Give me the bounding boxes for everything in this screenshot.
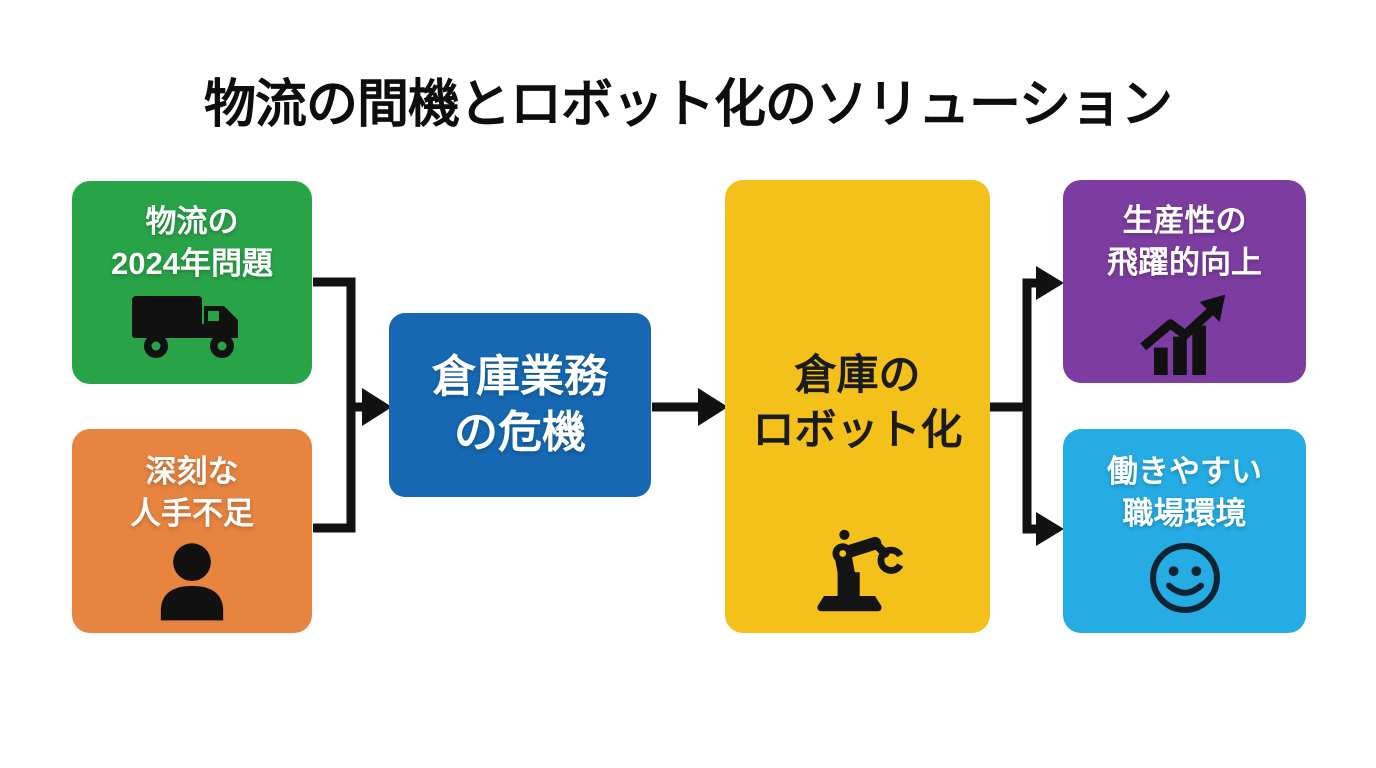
node-label: 生産性の 飛躍的向上 xyxy=(1107,200,1262,283)
smiley-icon xyxy=(1149,543,1220,614)
node-workplace-environment: 働きやすい 職場環境 xyxy=(1063,429,1306,633)
truck-icon xyxy=(132,296,238,359)
node-label-line: 倉庫業務 xyxy=(432,351,608,401)
node-labor-shortage: 深刻な 人手不足 xyxy=(72,429,312,633)
node-productivity-gain: 生産性の 飛躍的向上 xyxy=(1063,180,1306,383)
node-warehouse-robotization: 倉庫の ロボット化 xyxy=(725,180,990,633)
node-label-line: ロボット化 xyxy=(752,405,963,453)
node-label: 倉庫の ロボット化 xyxy=(725,348,990,457)
node-label-line: 生産性の xyxy=(1122,203,1247,238)
node-label: 物流の 2024年問題 xyxy=(111,201,273,284)
node-label-line: 職場環境 xyxy=(1122,495,1247,531)
node-label: 深刻な 人手不足 xyxy=(130,451,254,534)
node-label: 倉庫業務 の危機 xyxy=(432,349,608,462)
person-icon xyxy=(160,543,224,621)
node-label-line: の危機 xyxy=(454,408,586,457)
node-warehouse-crisis: 倉庫業務 の危機 xyxy=(389,313,651,497)
node-label-line: 物流の xyxy=(145,204,239,239)
node-label-line: 2024年問題 xyxy=(111,245,273,281)
diagram-title: 物流の間機とロボット化のソリューション xyxy=(204,76,1173,134)
node-label-line: 働きやすい xyxy=(1107,454,1262,489)
node-label-line: 深刻な xyxy=(145,454,239,489)
node-label: 働きやすい 職場環境 xyxy=(1107,451,1262,534)
growth-chart-icon xyxy=(1139,294,1225,376)
node-label-line: 倉庫の xyxy=(794,351,921,398)
node-label-line: 人手不足 xyxy=(130,495,254,531)
robot-arm-icon xyxy=(816,529,911,612)
node-logistics-2024-problem: 物流の 2024年問題 xyxy=(72,181,312,384)
node-label-line: 飛躍的向上 xyxy=(1107,244,1262,280)
